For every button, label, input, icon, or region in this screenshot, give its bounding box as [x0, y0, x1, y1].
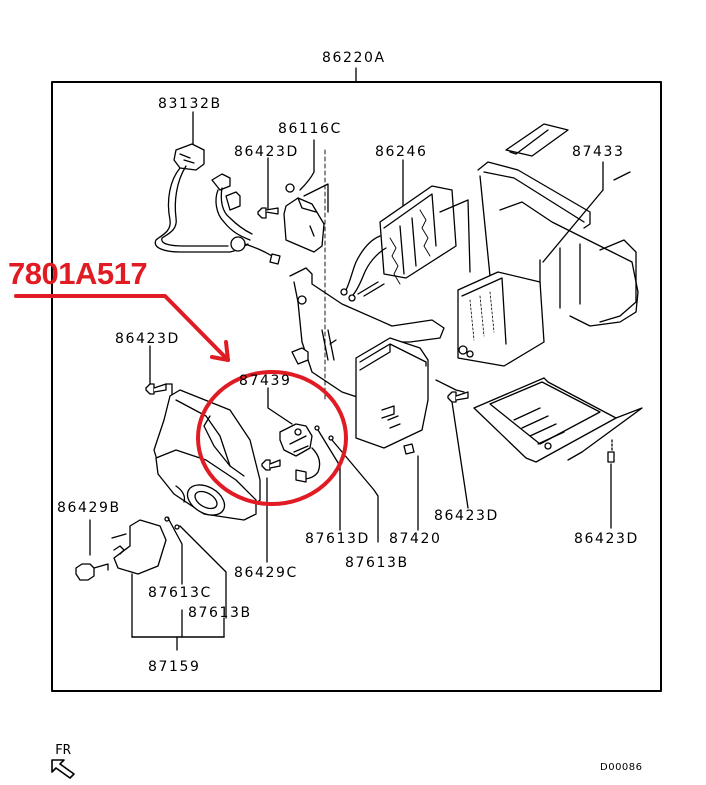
part-label-86246: 86246 — [375, 144, 428, 160]
part-label-86423D: 86423D — [115, 331, 180, 347]
part-label-87613B: 87613B — [345, 555, 409, 571]
screw-86423D-left — [145, 383, 155, 395]
screw-86423D-right — [607, 439, 615, 529]
part-label-87159: 87159 — [148, 659, 201, 675]
drawing-code: D00086 — [600, 762, 643, 773]
assembly-label: 86220A — [322, 50, 386, 66]
part-label-86423D: 86423D — [234, 144, 299, 160]
blower-case-left — [145, 345, 261, 530]
part-label-87613D: 87613D — [305, 531, 370, 547]
heater-case-center — [289, 149, 465, 455]
screw-86423D-top — [257, 157, 279, 219]
part-label-86116C: 86116C — [278, 121, 342, 137]
guide-line — [613, 171, 631, 181]
part-label-87613B: 87613B — [188, 605, 252, 621]
resistor-87439 — [261, 387, 321, 563]
part-label-83132B: 83132B — [158, 96, 222, 112]
duct-87159 — [75, 519, 225, 651]
heater-housing-87433 — [457, 123, 639, 367]
wiring-harness-83132B — [154, 111, 281, 265]
lower-cover-plate — [473, 377, 643, 463]
packing-leaders — [167, 425, 379, 619]
part-label-86429C: 86429C — [234, 565, 298, 581]
annotation-part-number: 7801A517 — [8, 256, 148, 291]
annotation-arrow — [14, 294, 230, 362]
part-label-86423D: 86423D — [574, 531, 639, 547]
part-label-86423D: 86423D — [434, 508, 499, 524]
part-label-87439: 87439 — [239, 373, 292, 389]
orientation-label: FR — [55, 743, 71, 758]
front-arrow-icon — [51, 759, 75, 779]
part-label-87420: 87420 — [389, 531, 442, 547]
part-label-87433: 87433 — [572, 144, 625, 160]
actuator-86116C — [283, 139, 329, 253]
part-label-87613C: 87613C — [148, 585, 212, 601]
highlight-circle — [196, 370, 348, 506]
part-label-86429B: 86429B — [57, 500, 121, 516]
screw-86423D-mid — [447, 391, 469, 509]
heater-core-86246 — [340, 159, 471, 302]
